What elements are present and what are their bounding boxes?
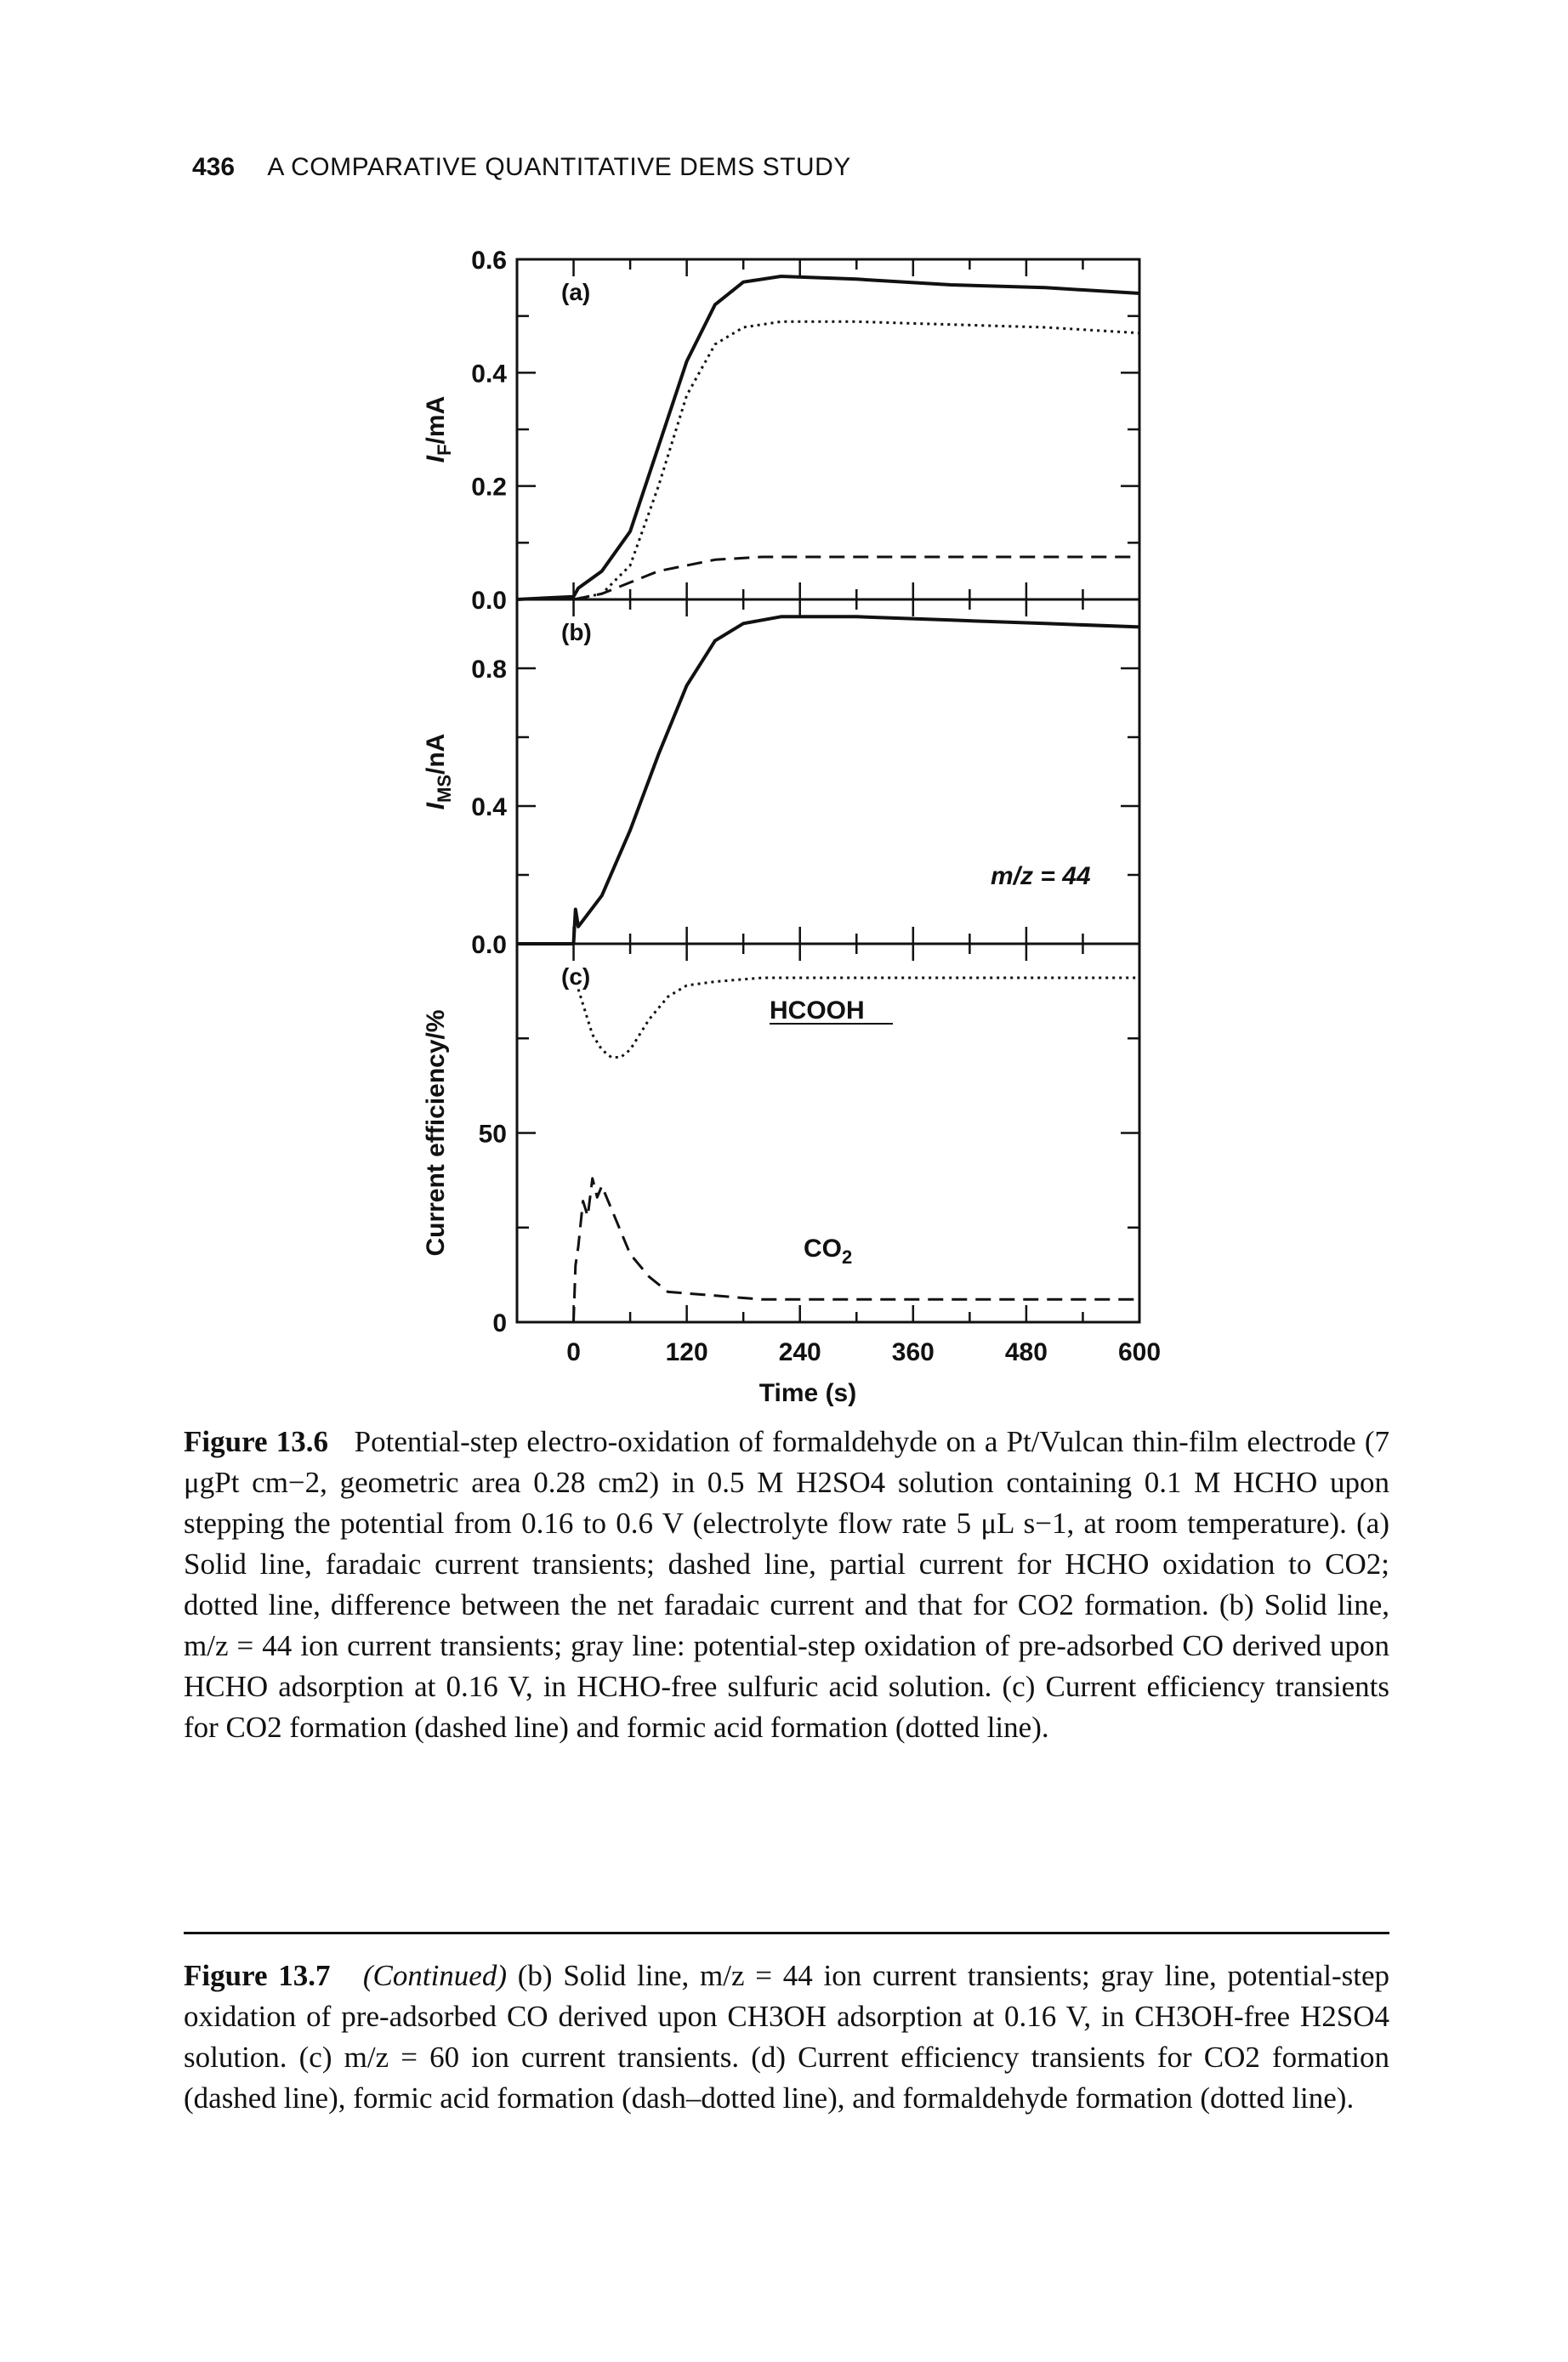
x-tick-label: 360 (892, 1338, 935, 1366)
series-line-dashed (573, 555, 1139, 601)
y-tick-label: 0 (492, 1309, 507, 1337)
panel-frame (515, 258, 1141, 601)
y-tick-label: 0.2 (471, 474, 507, 502)
caption-continued: (Continued) (362, 1959, 507, 1992)
figure-13-6: 0.00.20.40.60.6(a)IF/mA0.00.40.8(b)IMS/n… (422, 247, 1161, 1407)
caption-label: Figure 13.6 (184, 1425, 328, 1458)
y-tick-label: 0.0 (471, 931, 507, 959)
y-tick-label: 0.4 (471, 360, 507, 388)
y-tick-label: 0.6 (471, 247, 507, 275)
panel-frame (515, 598, 1141, 945)
y-tick-label: 0.4 (471, 793, 507, 821)
x-tick-label: 240 (779, 1338, 821, 1366)
y-tick-label: 50 (479, 1121, 507, 1149)
panel-label: (c) (561, 963, 590, 990)
y-tick-label: 0.6 (471, 247, 507, 275)
series-line-dashed (572, 1177, 1139, 1323)
annotation-hcooh: HCOOH (770, 996, 865, 1025)
annotation-mz: m/z = 44 (991, 862, 1091, 890)
series-line-solid (516, 275, 1140, 601)
x-tick-label: 0 (566, 1338, 581, 1366)
panel-label: (a) (561, 279, 590, 305)
y-axis-label: IMS/nA (422, 734, 455, 810)
caption-text: Potential-step electro-oxidation of form… (184, 1425, 1389, 1744)
page-header: 436 A COMPARATIVE QUANTITATIVE DEMS STUD… (192, 153, 851, 182)
series-line-dotted (573, 320, 1140, 601)
figure-13-7-caption: Figure 13.7 (Continued) (b) Solid line, … (184, 1956, 1389, 2119)
figure-13-6-caption: Figure 13.6 Potential-step electro-oxida… (184, 1422, 1389, 1748)
y-axis-label: IF/mA (422, 396, 455, 463)
y-axis-label: Current efficiency/% (422, 1009, 450, 1256)
x-axis-label: Time (s) (759, 1379, 856, 1407)
caption-label: Figure 13.7 (184, 1959, 331, 1992)
series-line-solid (517, 615, 1140, 945)
annotation-co2: CO2 (804, 1235, 852, 1268)
series-line-dotted (577, 976, 1139, 1059)
running-title: A COMPARATIVE QUANTITATIVE DEMS STUDY (267, 153, 851, 181)
x-tick-label: 120 (666, 1338, 708, 1366)
y-tick-label: 0.8 (471, 656, 507, 684)
x-tick-label: 600 (1118, 1338, 1161, 1366)
section-divider (184, 1932, 1389, 1934)
y-tick-label: 0.0 (471, 587, 507, 615)
panel-label: (b) (561, 619, 592, 645)
caption-text: (b) Solid line, m/z = 44 ion current tra… (184, 1959, 1390, 2115)
x-tick-label: 480 (1005, 1338, 1048, 1366)
page-number: 436 (192, 153, 236, 181)
